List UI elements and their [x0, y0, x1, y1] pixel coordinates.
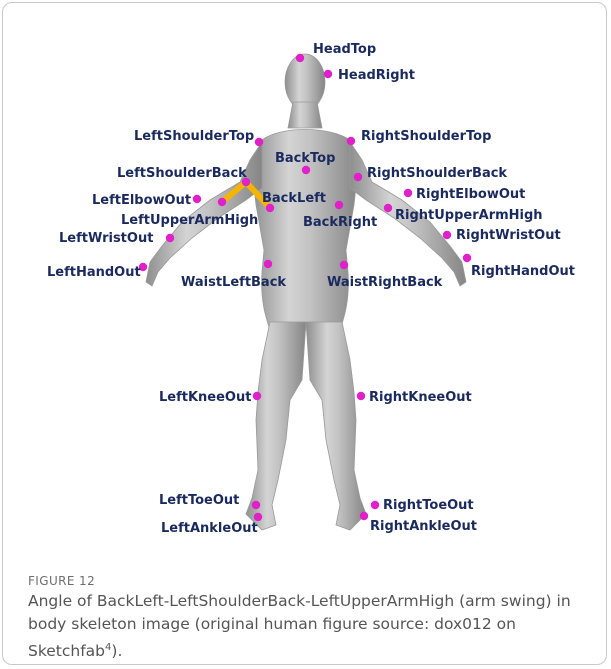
marker-label-head-right: HeadRight: [338, 68, 415, 83]
marker-dot-right-shoulder-back: [354, 173, 362, 181]
marker-label-head-top: HeadTop: [313, 42, 376, 57]
marker-label-left-upper-arm-high: LeftUpperArmHigh: [121, 213, 258, 228]
marker-label-right-hand-out: RightHandOut: [471, 264, 575, 279]
marker-label-back-right: BackRight: [303, 215, 377, 230]
marker-label-back-top: BackTop: [275, 151, 335, 166]
marker-dot-right-upper-arm-high: [384, 204, 392, 212]
marker-dot-right-wrist-out: [443, 231, 451, 239]
caption-text-end: ).: [111, 642, 122, 660]
marker-label-right-shoulder-top: RightShoulderTop: [361, 129, 491, 144]
marker-dot-right-knee-out: [357, 392, 365, 400]
marker-label-left-wrist-out: LeftWristOut: [59, 231, 153, 246]
marker-dot-left-elbow-out: [193, 195, 201, 203]
marker-dot-back-right: [335, 201, 343, 209]
marker-dot-right-ankle-out: [360, 512, 368, 520]
human-body-silhouette: [146, 54, 466, 530]
marker-dot-right-hand-out: [463, 254, 471, 262]
marker-label-left-elbow-out: LeftElbowOut: [92, 193, 191, 208]
marker-label-back-left: BackLeft: [262, 191, 326, 206]
marker-label-waist-left-back: WaistLeftBack: [181, 275, 286, 290]
marker-label-left-shoulder-top: LeftShoulderTop: [134, 129, 254, 144]
marker-dot-head-top: [296, 54, 304, 62]
marker-dot-head-right: [324, 70, 332, 78]
marker-dot-left-shoulder-top: [255, 138, 263, 146]
marker-label-right-elbow-out: RightElbowOut: [416, 187, 525, 202]
marker-label-right-ankle-out: RightAnkleOut: [370, 519, 477, 534]
marker-label-left-shoulder-back: LeftShoulderBack: [117, 166, 247, 181]
marker-label-right-toe-out: RightToeOut: [383, 498, 474, 513]
marker-dot-waist-right-back: [340, 261, 348, 269]
marker-dot-left-toe-out: [252, 501, 260, 509]
marker-label-right-shoulder-back: RightShoulderBack: [367, 166, 507, 181]
marker-label-right-upper-arm-high: RightUpperArmHigh: [395, 208, 543, 223]
marker-label-waist-right-back: WaistRightBack: [327, 275, 443, 290]
marker-dot-left-ankle-out: [254, 513, 262, 521]
marker-dot-right-toe-out: [371, 501, 379, 509]
marker-label-left-knee-out: LeftKneeOut: [159, 390, 251, 405]
figure-caption: FIGURE 12 Angle of BackLeft-LeftShoulder…: [28, 574, 588, 663]
marker-dot-waist-left-back: [264, 260, 272, 268]
figure-caption-text: Angle of BackLeft-LeftShoulderBack-LeftU…: [28, 590, 588, 663]
marker-dot-right-elbow-out: [404, 189, 412, 197]
marker-label-right-wrist-out: RightWristOut: [456, 228, 561, 243]
marker-label-right-knee-out: RightKneeOut: [369, 390, 472, 405]
marker-label-left-ankle-out: LeftAnkleOut: [161, 521, 258, 536]
marker-dot-left-knee-out: [253, 392, 261, 400]
marker-dot-left-wrist-out: [166, 234, 174, 242]
marker-dot-right-shoulder-top: [347, 137, 355, 145]
marker-label-left-toe-out: LeftToeOut: [159, 493, 239, 508]
marker-label-left-hand-out: LeftHandOut: [47, 265, 141, 280]
marker-dot-back-top: [302, 166, 310, 174]
marker-dot-left-upper-arm-high: [218, 198, 226, 206]
figure-label: FIGURE 12: [28, 574, 588, 588]
